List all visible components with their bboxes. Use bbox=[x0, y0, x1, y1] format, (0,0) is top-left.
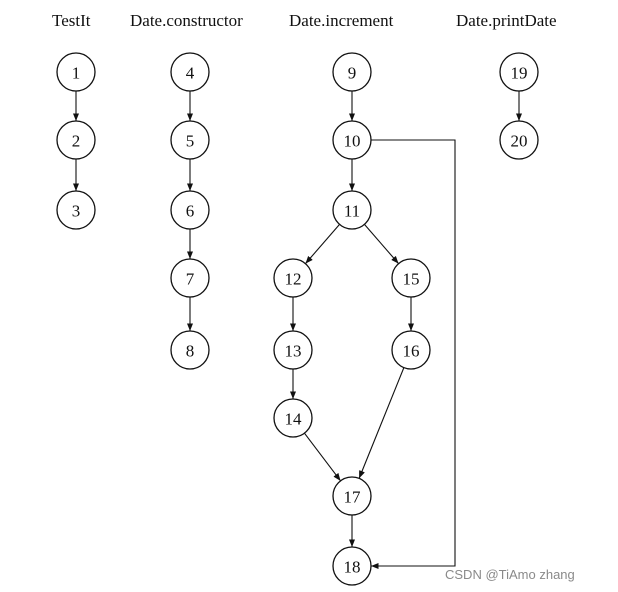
node-circle bbox=[332, 476, 372, 516]
node-7: 7 bbox=[170, 258, 210, 298]
node-label: 9 bbox=[348, 64, 357, 83]
node-circle bbox=[332, 546, 372, 586]
node-10: 10 bbox=[332, 120, 372, 160]
node-label: 16 bbox=[403, 342, 420, 361]
node-circle bbox=[56, 52, 96, 92]
node-5: 5 bbox=[170, 120, 210, 160]
edge-16-to-17 bbox=[358, 367, 405, 479]
node-circle bbox=[273, 398, 313, 438]
node-9: 9 bbox=[332, 52, 372, 92]
node-6: 6 bbox=[170, 190, 210, 230]
node-circle bbox=[170, 52, 210, 92]
edge-11-to-12 bbox=[305, 223, 340, 265]
node-label: 15 bbox=[403, 270, 420, 289]
node-label: 7 bbox=[186, 270, 195, 289]
node-label: 2 bbox=[72, 132, 81, 151]
node-label: 6 bbox=[186, 202, 195, 221]
node-12: 12 bbox=[273, 258, 313, 298]
node-circle bbox=[273, 330, 313, 370]
node-label: 5 bbox=[186, 132, 195, 151]
node-label: 4 bbox=[186, 64, 195, 83]
node-circle bbox=[170, 190, 210, 230]
node-2: 2 bbox=[56, 120, 96, 160]
edges bbox=[72, 91, 523, 570]
node-label: 20 bbox=[511, 132, 528, 151]
node-circle bbox=[332, 52, 372, 92]
column-title-date-constructor: Date.constructor bbox=[130, 11, 243, 30]
node-circle bbox=[56, 120, 96, 160]
node-label: 19 bbox=[511, 64, 528, 83]
node-label: 14 bbox=[285, 410, 303, 429]
node-circle bbox=[170, 120, 210, 160]
edge-11-to-15 bbox=[364, 223, 399, 265]
node-circle bbox=[170, 258, 210, 298]
node-4: 4 bbox=[170, 52, 210, 92]
node-1: 1 bbox=[56, 52, 96, 92]
node-circle bbox=[499, 120, 539, 160]
node-label: 1 bbox=[72, 64, 81, 83]
node-17: 17 bbox=[332, 476, 372, 516]
node-circle bbox=[332, 120, 372, 160]
node-circle bbox=[170, 330, 210, 370]
node-3: 3 bbox=[56, 190, 96, 230]
node-circle bbox=[391, 330, 431, 370]
edge-10-to-18 bbox=[371, 139, 456, 570]
node-20: 20 bbox=[499, 120, 539, 160]
column-title-date-printdate: Date.printDate bbox=[456, 11, 557, 30]
watermark: CSDN @TiAmo zhang bbox=[445, 567, 575, 582]
node-label: 12 bbox=[285, 270, 302, 289]
node-label: 8 bbox=[186, 342, 195, 361]
node-label: 13 bbox=[285, 342, 302, 361]
node-16: 16 bbox=[391, 330, 431, 370]
node-label: 17 bbox=[344, 488, 362, 507]
node-15: 15 bbox=[391, 258, 431, 298]
node-label: 11 bbox=[344, 202, 360, 221]
node-circle bbox=[499, 52, 539, 92]
node-label: 10 bbox=[344, 132, 361, 151]
node-label: 18 bbox=[344, 558, 361, 577]
node-14: 14 bbox=[273, 398, 313, 438]
node-circle bbox=[56, 190, 96, 230]
node-circle bbox=[332, 190, 372, 230]
column-title-date-increment: Date.increment bbox=[289, 11, 394, 30]
node-circle bbox=[273, 258, 313, 298]
node-19: 19 bbox=[499, 52, 539, 92]
node-13: 13 bbox=[273, 330, 313, 370]
node-8: 8 bbox=[170, 330, 210, 370]
node-circle bbox=[391, 258, 431, 298]
node-label: 3 bbox=[72, 202, 81, 221]
node-18: 18 bbox=[332, 546, 372, 586]
edge-14-to-17 bbox=[304, 432, 341, 482]
node-11: 11 bbox=[332, 190, 372, 230]
column-title-testit: TestIt bbox=[52, 11, 91, 30]
